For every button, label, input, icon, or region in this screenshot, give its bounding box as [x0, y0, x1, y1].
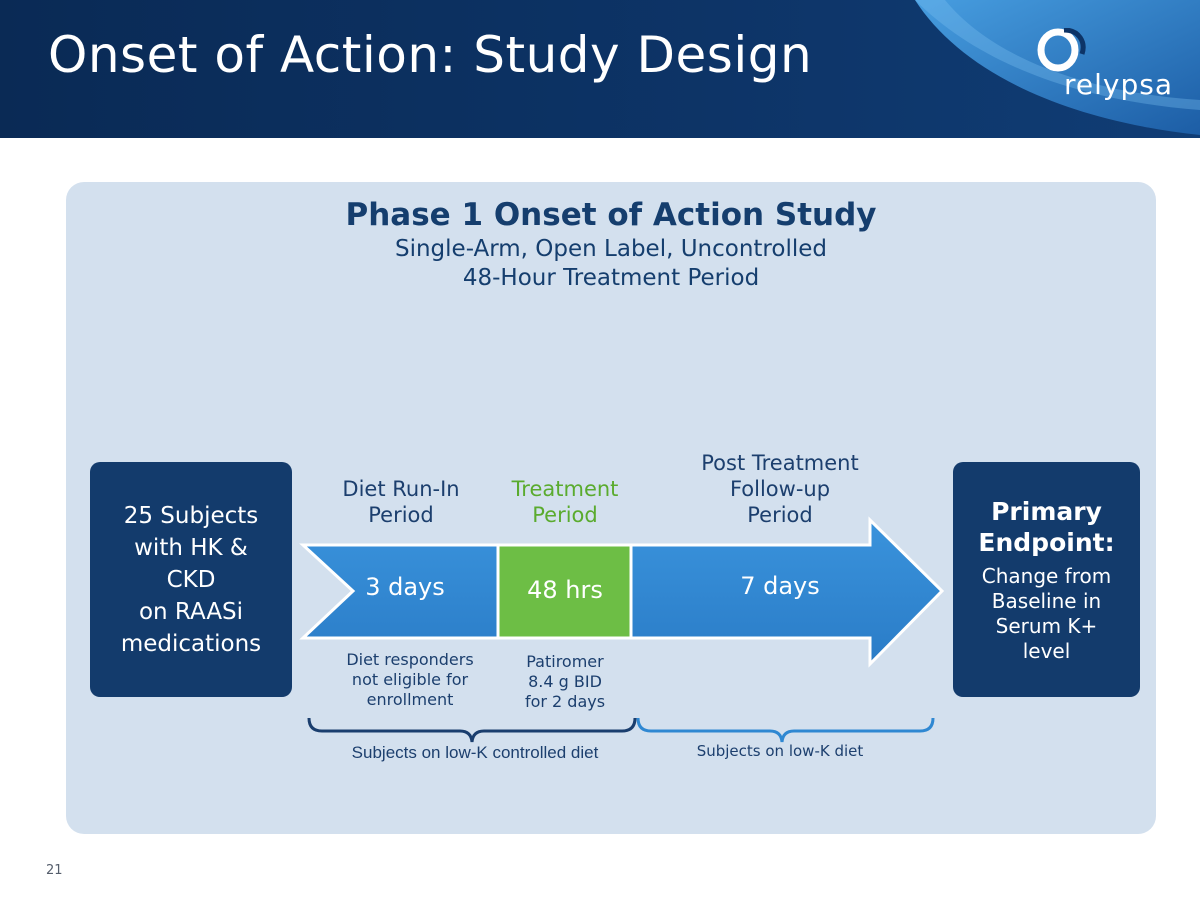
slide-header: Onset of Action: Study Design relypsa	[0, 0, 1200, 138]
study-title: Phase 1 Onset of Action Study	[345, 197, 877, 233]
note-line: for 2 days	[524, 692, 606, 711]
period-label-diet-run-in: Diet Run-In Period	[318, 476, 484, 528]
endpoint-description: Change from Baseline in Serum K+ level	[982, 564, 1111, 664]
endpoint-title-line: Primary	[991, 496, 1102, 526]
period-label-treatment: Treatment Period	[490, 476, 640, 528]
period-label-line: Post Treatment	[701, 451, 859, 475]
duration-follow-up: 7 days	[740, 572, 820, 600]
endpoint-body-line: level	[1022, 638, 1071, 663]
bracket-label-low-k-diet: Subjects on low-K diet	[696, 742, 864, 760]
company-logo: relypsa	[1034, 28, 1174, 108]
subjects-line: on RAASi	[138, 598, 244, 625]
endpoint-title: Primary Endpoint:	[978, 496, 1114, 558]
treatment-segment	[496, 543, 633, 640]
period-label-line: Period	[747, 503, 813, 527]
subjects-line: medications	[120, 630, 262, 657]
note-line: Diet responders	[346, 650, 474, 669]
logo-text: relypsa	[1064, 68, 1173, 101]
subjects-box: 25 Subjects with HK & CKD on RAASi medic…	[90, 462, 292, 697]
subjects-line: with HK &	[134, 534, 248, 561]
slide-number: 21	[46, 863, 63, 878]
endpoint-title-line: Endpoint:	[978, 527, 1115, 557]
note-line: 8.4 g BID	[528, 672, 602, 691]
duration-treatment: 48 hrs	[527, 576, 603, 604]
bracket-low-k-diet	[636, 717, 935, 743]
note-line: Patiromer	[526, 652, 604, 671]
bracket-label-controlled-diet: Subjects on low-K controlled diet	[351, 743, 599, 762]
period-label-line: Diet Run-In	[342, 477, 460, 501]
logo-ring-icon	[1037, 28, 1086, 72]
study-subtitle-line2: 48-Hour Treatment Period	[462, 265, 760, 291]
study-subtitle-line1: Single-Arm, Open Label, Uncontrolled	[394, 236, 827, 262]
endpoint-body-line: Change from	[981, 563, 1112, 588]
note-treatment: Patiromer 8.4 g BID for 2 days	[500, 652, 630, 712]
primary-endpoint-box: Primary Endpoint: Change from Baseline i…	[953, 462, 1140, 697]
period-label-follow-up: Post Treatment Follow-up Period	[684, 450, 876, 528]
bracket-controlled-diet	[307, 717, 637, 743]
period-label-line: Follow-up	[729, 477, 831, 501]
note-diet-run-in: Diet responders not eligible for enrollm…	[330, 650, 490, 710]
note-line: enrollment	[366, 690, 454, 709]
subjects-line: 25 Subjects	[123, 502, 259, 529]
slide-title: Onset of Action: Study Design	[48, 26, 813, 84]
endpoint-body-line: Serum K+	[995, 613, 1098, 638]
note-line: not eligible for	[351, 670, 469, 689]
duration-diet-run-in: 3 days	[365, 573, 445, 601]
period-label-line: Period	[368, 503, 434, 527]
period-label-line: Period	[532, 503, 598, 527]
subjects-line: CKD	[166, 566, 216, 593]
endpoint-body-line: Baseline in	[991, 588, 1102, 613]
period-label-line: Treatment	[511, 477, 619, 501]
